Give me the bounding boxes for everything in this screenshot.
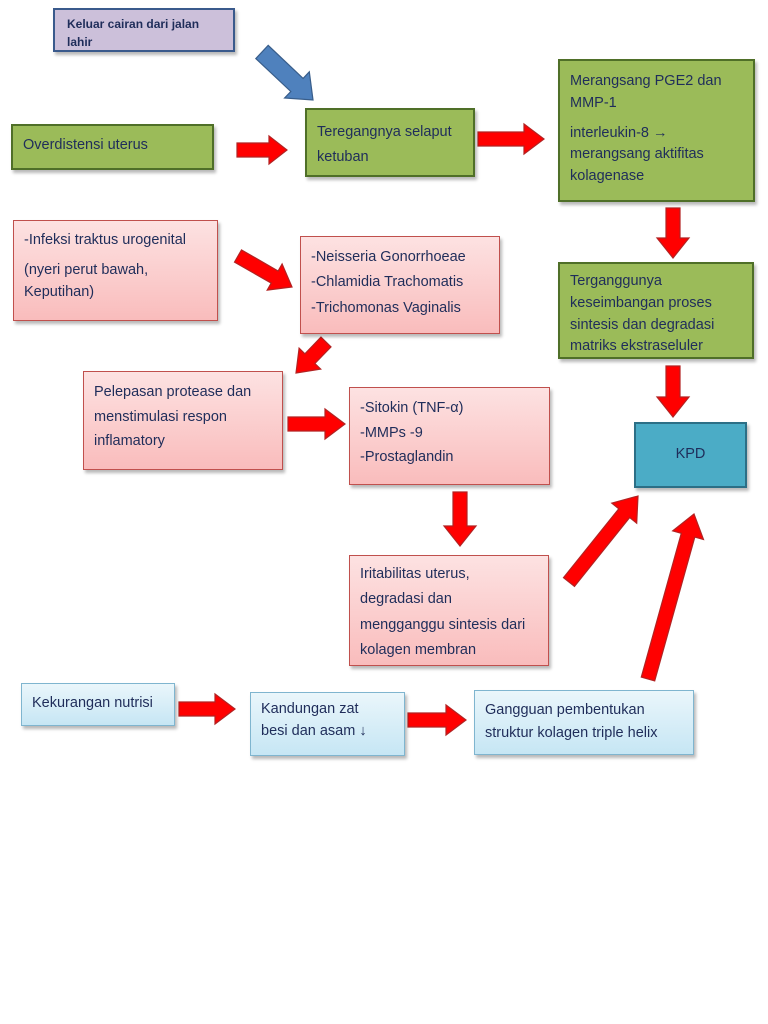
arrow-nutrisi-to-kandungan bbox=[178, 692, 236, 726]
node-text: -Chlamidia Trachomatis bbox=[311, 274, 464, 291]
spacer bbox=[570, 115, 743, 123]
node-iritabilitas-uterus: Iritabilitas uterus, degradasi dan mengg… bbox=[349, 555, 549, 666]
node-text: Kandungan zat bbox=[261, 701, 359, 717]
arrow-gangguan-to-kpd bbox=[640, 513, 705, 682]
node-text: Kekurangan nutrisi bbox=[32, 695, 153, 711]
node-text: keseimbangan proses bbox=[570, 294, 712, 311]
node-text: -Sitokin (TNF-α) bbox=[360, 400, 464, 416]
node-text: KPD bbox=[675, 446, 706, 463]
node-kekurangan-nutrisi: Kekurangan nutrisi bbox=[21, 683, 175, 726]
node-gangguan-pembentukan: Gangguan pembentukan struktur kolagen tr… bbox=[474, 690, 694, 755]
arrow-keluar-to-teregangnya bbox=[254, 44, 314, 101]
node-text: MMP-1 bbox=[570, 94, 617, 111]
node-text: ketuban bbox=[317, 148, 369, 165]
arrow-merangsang-to-terganggunya bbox=[655, 207, 691, 259]
node-text: Teregangnya selaput bbox=[317, 124, 452, 140]
arrow-infeksi-to-bakteri bbox=[233, 249, 293, 291]
node-text: interleukin-8 → bbox=[570, 124, 668, 141]
arrow-terganggunya-to-kpd bbox=[655, 365, 691, 418]
node-overdistensi-uterus: Overdistensi uterus bbox=[11, 124, 214, 170]
node-text: kolagenase bbox=[570, 168, 645, 184]
node-text: (nyeri perut bawah, bbox=[24, 261, 149, 278]
node-sitokin: -Sitokin (TNF-α) -MMPs -9 -Prostaglandin bbox=[349, 387, 550, 485]
node-text: Pelepasan protease dan bbox=[94, 384, 252, 400]
node-text: -Prostaglandin bbox=[360, 449, 454, 466]
node-text: Merangsang PGE2 dan bbox=[570, 73, 722, 89]
node-text: Terganggunya bbox=[570, 273, 662, 289]
node-text: kolagen membran bbox=[360, 642, 477, 659]
node-text: sintesis dan degradasi bbox=[570, 316, 715, 333]
node-terganggunya-keseimbangan: Terganggunya keseimbangan proses sintesi… bbox=[558, 262, 754, 359]
node-infeksi-traktus: -Infeksi traktus urogenital (nyeri perut… bbox=[13, 220, 218, 321]
node-pelepasan-protease: Pelepasan protease dan menstimulasi resp… bbox=[83, 371, 283, 470]
node-text: Iritabilitas uterus, bbox=[360, 566, 470, 582]
node-text: menstimulasi respon bbox=[94, 408, 227, 425]
node-bakteri-penyebab: -Neisseria Gonorrhoeae -Chlamidia Tracho… bbox=[300, 236, 500, 334]
node-text: inflamatory bbox=[94, 433, 165, 450]
arrow-overdistensi-to-teregangnya bbox=[236, 134, 288, 166]
node-text: -Neisseria Gonorrhoeae bbox=[311, 249, 466, 265]
spacer bbox=[24, 252, 207, 260]
node-keluar-cairan: Keluar cairan dari jalan lahir bbox=[53, 8, 235, 52]
node-merangsang-pge2: Merangsang PGE2 dan MMP-1 interleukin-8 … bbox=[558, 59, 755, 202]
node-teregangnya-selaput: Teregangnya selaput ketuban bbox=[305, 108, 475, 177]
node-text: -MMPs -9 bbox=[360, 424, 423, 441]
node-text: -Trichomonas Vaginalis bbox=[311, 299, 461, 316]
arrow-kandungan-to-gangguan bbox=[407, 703, 467, 737]
node-text: besi dan asam ↓ bbox=[261, 722, 367, 739]
arrow-teregangnya-to-merangsang bbox=[477, 122, 545, 156]
node-text: mengganggu sintesis dari bbox=[360, 616, 526, 633]
arrow-sitokin-to-iritabilitas bbox=[442, 491, 478, 547]
node-text: Keputihan) bbox=[24, 283, 95, 300]
node-text: Keluar cairan dari jalan lahir bbox=[67, 17, 200, 49]
arrow-pelepasan-to-sitokin bbox=[287, 407, 346, 441]
arrow-iritabilitas-to-kpd bbox=[562, 495, 639, 588]
node-text: matriks ekstraseluler bbox=[570, 338, 703, 355]
node-kpd: KPD bbox=[634, 422, 747, 488]
node-text: -Infeksi traktus urogenital bbox=[24, 232, 186, 248]
node-text: struktur kolagen triple helix bbox=[485, 725, 658, 742]
node-text: degradasi dan bbox=[360, 591, 452, 608]
node-kandungan-zat-besi: Kandungan zat besi dan asam ↓ bbox=[250, 692, 405, 756]
arrow-bakteri-to-pelepasan bbox=[295, 336, 332, 374]
node-text: Gangguan pembentukan bbox=[485, 702, 645, 718]
node-text: Overdistensi uterus bbox=[23, 137, 148, 153]
node-text: merangsang aktifitas bbox=[570, 146, 704, 163]
